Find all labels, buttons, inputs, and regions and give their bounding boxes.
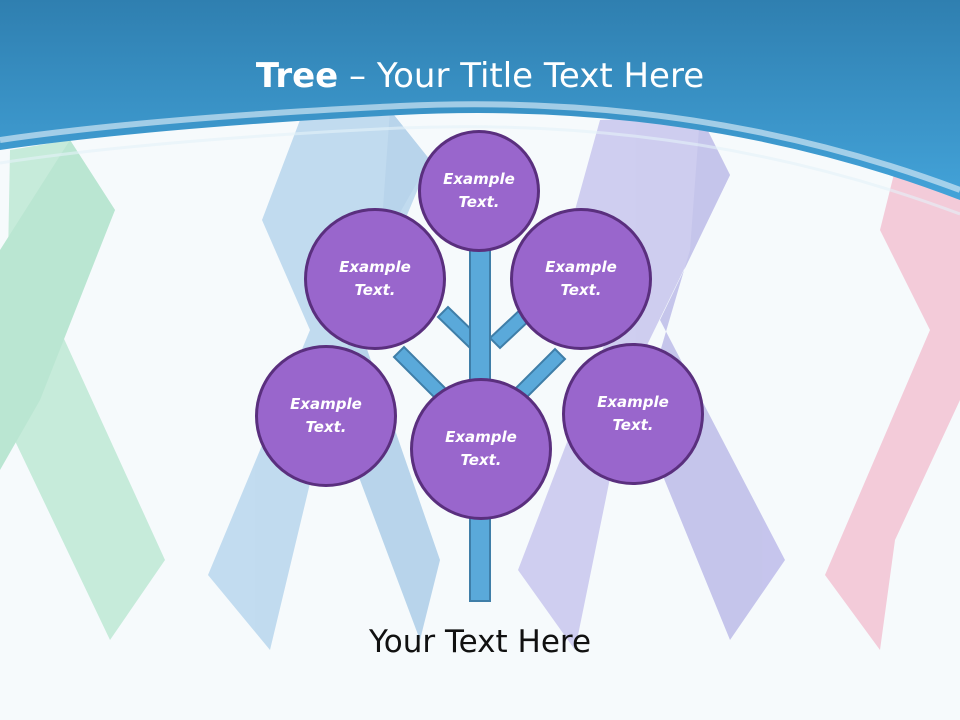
- tree-node-label: Example Text.: [339, 258, 411, 299]
- caption-text: Your Text Here: [368, 624, 592, 660]
- tree-node-upper-left: Example Text.: [304, 208, 446, 350]
- tree-node-upper-right: Example Text.: [510, 208, 652, 350]
- tree-node-center: Example Text.: [410, 378, 552, 520]
- title-bold: Tree: [255, 56, 339, 96]
- tree-node-label: Example Text.: [445, 428, 517, 469]
- tree-node-label: Example Text.: [443, 170, 515, 211]
- tree-node-label: Example Text.: [545, 258, 617, 299]
- tree-node-label: Example Text.: [597, 393, 669, 434]
- tree-node-top: Example Text.: [418, 130, 540, 252]
- tree-node-label: Example Text.: [290, 395, 362, 436]
- tree-node-lower-left: Example Text.: [255, 345, 397, 487]
- ribbon-pink: [825, 150, 960, 650]
- header-swoosh: [0, 101, 960, 193]
- title-rest: Your Title Text Here: [376, 56, 705, 96]
- ribbon-green: [0, 140, 165, 640]
- header-band: [0, 0, 960, 200]
- slide-title: Tree – Your Title Text Here: [0, 54, 960, 98]
- title-separator: –: [338, 56, 377, 96]
- tree-node-lower-right: Example Text.: [562, 343, 704, 485]
